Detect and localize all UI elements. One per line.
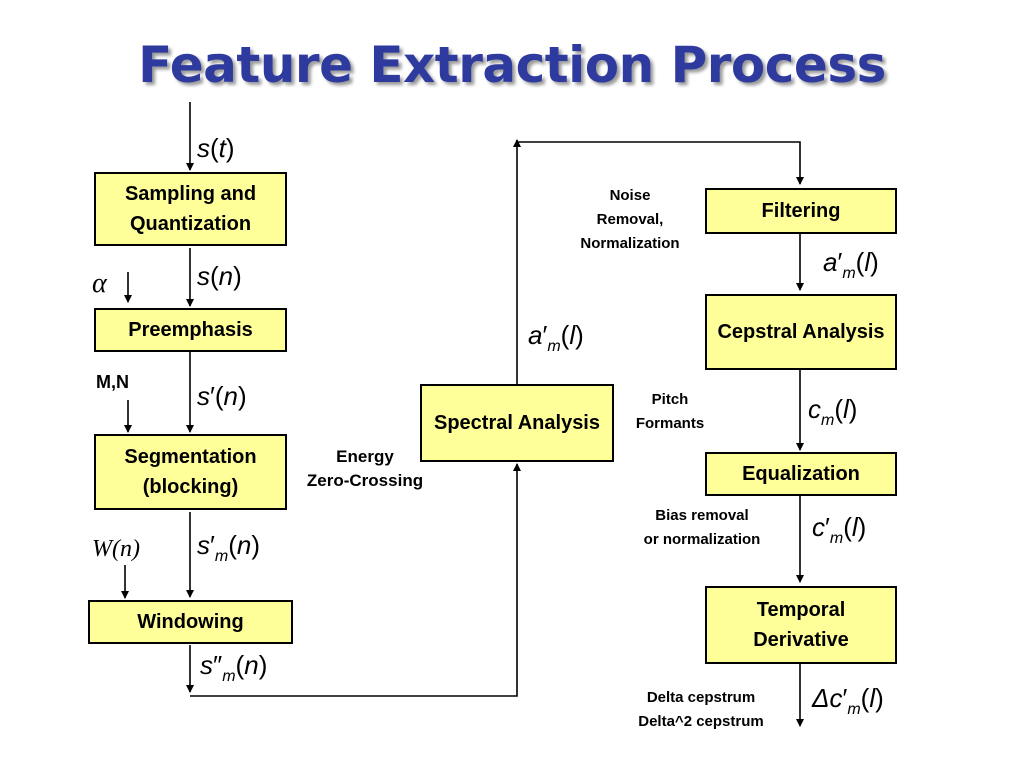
noise-line-2: Removal, [596, 211, 664, 228]
preemphasis-label: Preemphasis [128, 319, 253, 341]
delta-cepstrum-note: Delta cepstrum Delta^2 cepstrum [604, 686, 798, 734]
delta-line-2: Delta^2 cepstrum [638, 713, 764, 730]
delta-line-1: Delta cepstrum [646, 689, 756, 706]
energy-label: Energy [336, 447, 394, 466]
equalization-label: Equalization [742, 463, 860, 485]
pitch-formants-note: Pitch Formants [614, 388, 726, 436]
signal-s-dprime-m-n: s″m(n) [200, 650, 268, 685]
preemphasis-box: Preemphasis [94, 308, 287, 352]
segmentation-box: Segmentation (blocking) [94, 434, 287, 510]
signal-s-t: s(t) [197, 133, 235, 163]
signal-c-prime-m-l: c′m(l) [812, 512, 867, 547]
arrow-to-filtering [517, 141, 804, 185]
temporal-derivative-label: Temporal Derivative [753, 599, 849, 651]
signal-s-n: s(n) [197, 261, 242, 291]
zero-crossing-label: Zero-Crossing [306, 471, 424, 490]
filtering-label: Filtering [761, 200, 841, 222]
energy-zerocrossing-note: Energy Zero-Crossing [284, 445, 446, 493]
equalization-box: Equalization [705, 452, 897, 496]
spectral-analysis-label: Spectral Analysis [433, 412, 600, 434]
bias-removal-note: Bias removal or normalization [620, 504, 784, 552]
pitch-label: Pitch [651, 391, 689, 408]
noise-removal-note: Noise Removal, Normalization [560, 184, 700, 256]
arrow-to-spectral [190, 463, 521, 697]
bias-line-2: or normalization [643, 531, 761, 548]
signal-a-prime-m-l-filtered: a′m(l) [823, 247, 879, 282]
page-title: Feature Extraction Process [138, 36, 886, 94]
signal-s-prime-n: s′(n) [197, 381, 247, 411]
bias-line-1: Bias removal [655, 507, 749, 524]
signal-a-prime-m-l-spectral: a′m(l) [528, 320, 584, 355]
cepstral-analysis-box: Cepstral Analysis [705, 294, 897, 370]
formants-label: Formants [635, 415, 705, 432]
noise-line-1: Noise [609, 187, 651, 204]
signal-c-m-l: cm(l) [808, 394, 858, 429]
mn-label: M,N [96, 372, 129, 392]
windowing-box: Windowing [88, 600, 293, 644]
signal-s-prime-m-n: s′m(n) [197, 530, 261, 565]
cepstral-analysis-label: Cepstral Analysis [717, 321, 885, 343]
signal-delta-c-prime-m-l: Δc′m(l) [812, 683, 884, 718]
sampling-quantization-box: Sampling and Quantization [94, 172, 287, 246]
window-function-symbol: W(n) [92, 536, 140, 562]
noise-line-3: Normalization [580, 235, 680, 252]
segmentation-label: Segmentation (blocking) [124, 446, 257, 498]
alpha-symbol: α [92, 268, 107, 299]
temporal-derivative-box: Temporal Derivative [705, 586, 897, 664]
spectral-analysis-box: Spectral Analysis [420, 384, 614, 462]
windowing-label: Windowing [137, 611, 244, 633]
filtering-box: Filtering [705, 188, 897, 234]
sampling-quantization-label: Sampling and Quantization [124, 183, 257, 235]
